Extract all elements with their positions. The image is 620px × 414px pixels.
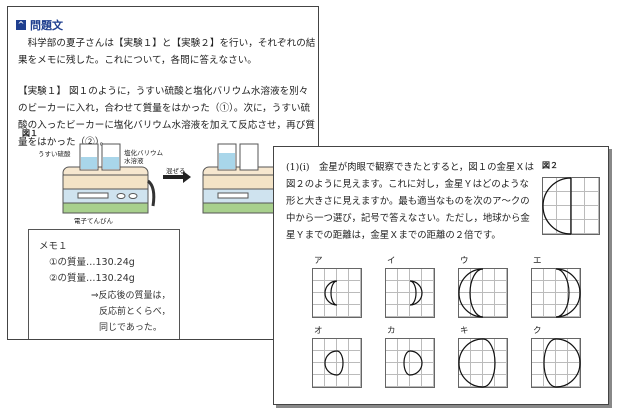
option-label: ク: [533, 326, 542, 336]
memo-note2: 反応前とくらべ，: [99, 307, 171, 317]
option-ki[interactable]: [458, 338, 508, 388]
section-header[interactable]: ^ 問題文: [16, 17, 63, 33]
figure1-label: 図１: [22, 129, 38, 138]
figure2-venus-x: [542, 177, 600, 235]
collapse-icon[interactable]: ^: [16, 20, 26, 30]
label-barium-chloride: 塩化バリウム 水溶液: [124, 149, 163, 165]
option-ka[interactable]: [385, 338, 435, 388]
arrow-icon: [163, 171, 191, 183]
option-label: キ: [460, 326, 469, 336]
memo-note3: 同じであった。: [99, 323, 162, 333]
section-title: 問題文: [30, 19, 63, 32]
option-label: ウ: [460, 256, 469, 266]
label-balance: 電子てんびん: [74, 217, 113, 225]
option-label: イ: [387, 256, 396, 266]
problem-text-panel: ^ 問題文 科学部の夏子さんは【実験１】と【実験２】を行い，それぞれの結果をメモ…: [7, 6, 319, 340]
label-sulfuric-acid: うすい硫酸: [38, 150, 71, 158]
option-e[interactable]: [531, 268, 581, 318]
memo1: メモ１ ①の質量…130.24g ②の質量…130.24g ⇒反応後の質量は， …: [28, 229, 180, 339]
option-label: カ: [387, 326, 396, 336]
question-text: (1)(i) 金星が肉眼で観察できたとすると，図１の金星Ｘは図２のように見えます…: [286, 162, 534, 241]
experiment1-text: 【実験１】 図１のように，うすい硫酸と塩化バリウム水溶液を別々のビーカーに入れ，…: [18, 86, 315, 148]
memo-line1: ①の質量…130.24g: [49, 257, 135, 268]
option-i[interactable]: [385, 268, 435, 318]
memo-line2: ②の質量…130.24g: [49, 273, 135, 284]
memo-title: メモ１: [39, 241, 68, 252]
option-label: オ: [314, 326, 323, 336]
label-mix: 混ぜる: [166, 167, 186, 175]
option-u[interactable]: [458, 268, 508, 318]
option-ku[interactable]: [531, 338, 581, 388]
intro-text: 科学部の夏子さんは【実験１】と【実験２】を行い，それぞれの結果をメモに残した。こ…: [18, 38, 316, 66]
option-o[interactable]: [312, 338, 362, 388]
memo-note1: ⇒反応後の質量は，: [91, 291, 171, 301]
question-panel: (1)(i) 金星が肉眼で観察できたとすると，図１の金星Ｘは図２のように見えます…: [273, 146, 609, 405]
figure2-label: 図２: [542, 161, 558, 170]
balance-before: [62, 143, 156, 214]
option-a[interactable]: [312, 268, 362, 318]
option-label: エ: [533, 256, 542, 266]
option-label: ア: [314, 256, 323, 266]
